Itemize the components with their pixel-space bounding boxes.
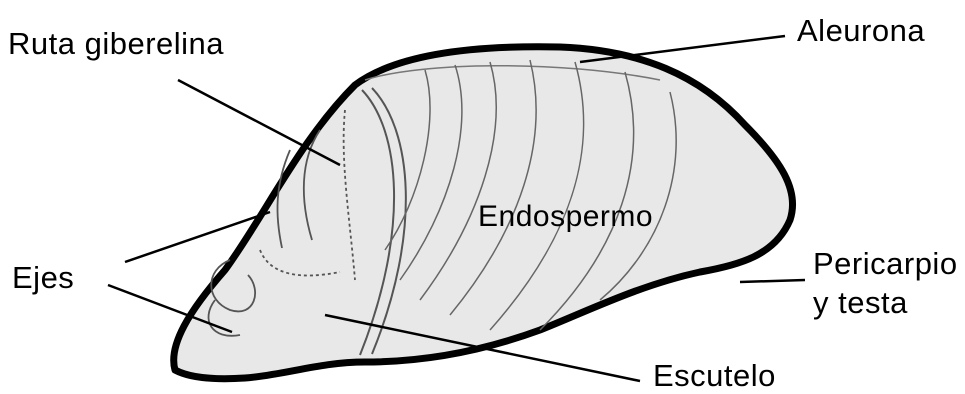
label-y-testa: y testa [813,287,908,318]
label-ruta-giberelina: Ruta giberelina [8,28,224,59]
label-endospermo: Endospermo [478,202,653,232]
label-aleurona: Aleurona [797,15,925,46]
label-escutelo: Escutelo [653,360,776,391]
leader-pericarpio [740,280,805,282]
leader-ruta [178,80,340,165]
label-pericarpio: Pericarpio [813,248,958,279]
label-ejes: Ejes [12,262,74,293]
